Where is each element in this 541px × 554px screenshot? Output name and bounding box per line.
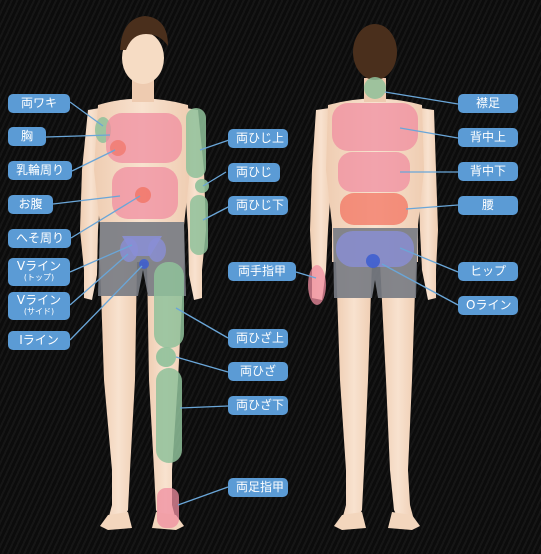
label-ryohiza[interactable]: 両ひざ [228,362,288,381]
zone-hip [336,231,414,267]
label-oline[interactable]: Oライン [458,296,518,315]
label-ryohijishita[interactable]: 両ひじ下 [228,196,288,215]
label-hip[interactable]: ヒップ [458,262,518,281]
zone-ryohiza [156,347,176,367]
zone-senakaue [332,103,418,151]
vline-side-sub: (サイド) [23,307,55,316]
zone-ryoteyubi [308,265,326,305]
zone-ryoashiyubi [157,488,179,528]
zone-erimoto [364,77,386,99]
back-figure [308,24,438,530]
zone-ryohijiue [186,108,206,178]
zone-ryohiji [195,179,209,193]
label-ryoteyubi[interactable]: 両手指甲 [228,262,296,281]
zone-oline [366,254,380,268]
zone-vline-side-right [148,238,166,262]
label-ryohizashita[interactable]: 両ひざ下 [228,396,288,415]
front-figure [80,16,209,530]
vline-top-text: Vライン [16,259,62,273]
label-onaka[interactable]: お腹 [8,195,53,214]
label-ryohizaue[interactable]: 両ひざ上 [228,329,288,348]
vline-side-text: Vライン [16,293,62,307]
label-nyurin[interactable]: 乳輪周り [8,161,72,180]
zone-nyurin [110,140,126,156]
label-senakaue[interactable]: 背中上 [458,128,518,147]
zone-hesomawari [135,187,151,203]
zone-ryohizaue [154,262,184,348]
label-iline[interactable]: Iライン [8,331,70,350]
label-ryowaki[interactable]: 両ワキ [8,94,70,113]
label-mune[interactable]: 胸 [8,127,46,146]
zone-vline-side-left [120,238,138,262]
vline-top-sub: (トップ) [23,273,55,282]
label-koshi[interactable]: 腰 [458,196,518,215]
leader-lines [45,91,459,506]
label-ryoashiyubi[interactable]: 両足指甲 [228,478,288,497]
zone-koshi [340,193,408,225]
label-senakashita[interactable]: 背中下 [458,162,518,181]
label-vline-side[interactable]: Vライン (サイド) [8,292,70,320]
zone-ryohijishita [190,195,208,255]
label-ryohiji[interactable]: 両ひじ [228,163,280,182]
label-erimoto[interactable]: 襟足 [458,94,518,113]
label-hesomawari[interactable]: へそ周り [8,229,71,248]
label-vline-top[interactable]: Vライン (トップ) [8,258,70,286]
zone-ryohizashita [156,368,182,463]
zone-senakashita [338,152,410,192]
label-ryohijiue[interactable]: 両ひじ上 [228,129,288,148]
